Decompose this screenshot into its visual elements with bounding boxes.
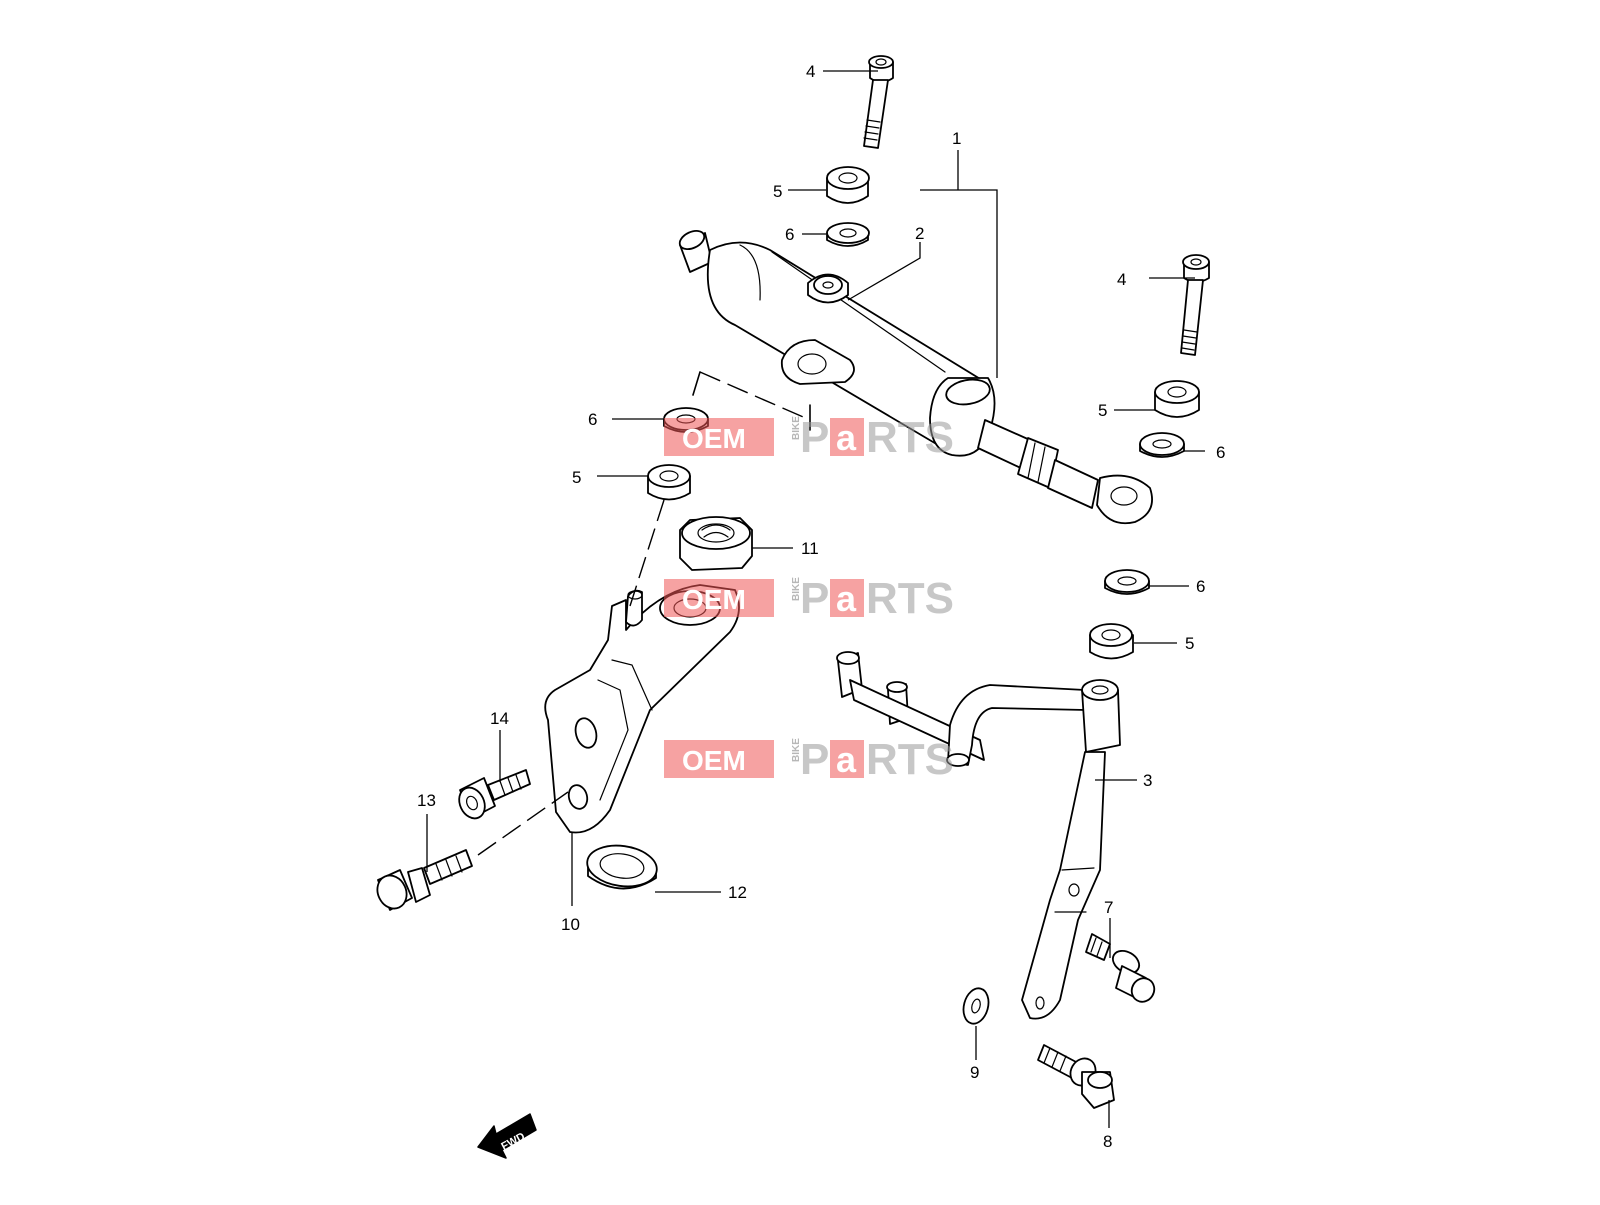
callout-5-lower-right: 5 [1185, 634, 1194, 653]
callout-10: 10 [561, 915, 580, 934]
watermark-oem: OEM [682, 423, 746, 454]
forward-arrow-icon: FWD [477, 1113, 537, 1159]
callout-1: 1 [952, 129, 961, 148]
watermark-oem: OEM [682, 745, 746, 776]
spacer-5-right [1154, 380, 1200, 418]
bolt-7 [1085, 933, 1156, 1003]
callout-11: 11 [801, 539, 819, 558]
watermark-bike: BIKE [791, 577, 802, 601]
callout-7: 7 [1104, 898, 1113, 917]
callout-12: 12 [728, 883, 747, 902]
callout-6-upper: 6 [785, 225, 794, 244]
bolt-4-right [1180, 254, 1210, 356]
watermark-oem: OEM [682, 584, 746, 615]
bracket-10 [544, 584, 740, 834]
spacer-5-left [647, 464, 691, 501]
callout-3: 3 [1143, 771, 1152, 790]
watermark-a: a [836, 578, 857, 619]
steering-damper-1 [678, 230, 1153, 525]
callout-labels: 1 2 3 4 4 5 5 5 5 6 6 6 6 7 8 9 10 11 12… [417, 62, 1225, 1151]
watermark-bottom: OEM BIKE P a RTS [664, 735, 954, 784]
washer-6-lower-right [1104, 569, 1150, 595]
watermark-rts: RTS [866, 735, 954, 784]
spacer-5-lower-right [1089, 623, 1134, 660]
watermark-bike: BIKE [791, 416, 802, 440]
leader-lines [426, 70, 1205, 1128]
washer-6-right [1139, 432, 1185, 458]
alignment-lines [477, 371, 811, 856]
watermark-a: a [836, 417, 857, 458]
callout-5-right: 5 [1098, 401, 1107, 420]
callout-6-lower-right: 6 [1196, 577, 1205, 596]
spacer-5-upper [826, 166, 870, 204]
bolt-8 [1037, 1044, 1115, 1109]
watermark-middle: OEM BIKE P a RTS [664, 574, 954, 623]
mount-rod-3 [836, 651, 1121, 1020]
callout-5-left: 5 [572, 468, 581, 487]
callout-9: 9 [970, 1063, 979, 1082]
callout-2: 2 [915, 224, 924, 243]
callout-13: 13 [417, 791, 436, 810]
watermark-rts: RTS [866, 413, 954, 462]
ring-12 [586, 844, 658, 890]
watermark-a: a [836, 739, 857, 780]
watermark-p: P [800, 574, 829, 623]
callout-14: 14 [490, 709, 509, 728]
washer-9 [962, 987, 990, 1025]
callout-8: 8 [1103, 1132, 1112, 1151]
watermark-top: OEM BIKE P a RTS [664, 413, 954, 462]
callout-5-upper: 5 [773, 182, 782, 201]
callout-6-right: 6 [1216, 443, 1225, 462]
callout-4-upper: 4 [806, 62, 815, 81]
bolt-4-upper [863, 55, 894, 149]
watermark-p: P [800, 735, 829, 784]
bolt-13 [376, 849, 473, 911]
washer-6-upper [826, 222, 870, 247]
watermark-bike: BIKE [791, 738, 802, 762]
grommet-2 [807, 273, 849, 304]
bolt-14 [458, 769, 531, 820]
watermark-rts: RTS [866, 574, 954, 623]
watermark-p: P [800, 413, 829, 462]
callout-4-right: 4 [1117, 270, 1126, 289]
nut-11 [679, 516, 753, 571]
callout-6-left: 6 [588, 410, 597, 429]
